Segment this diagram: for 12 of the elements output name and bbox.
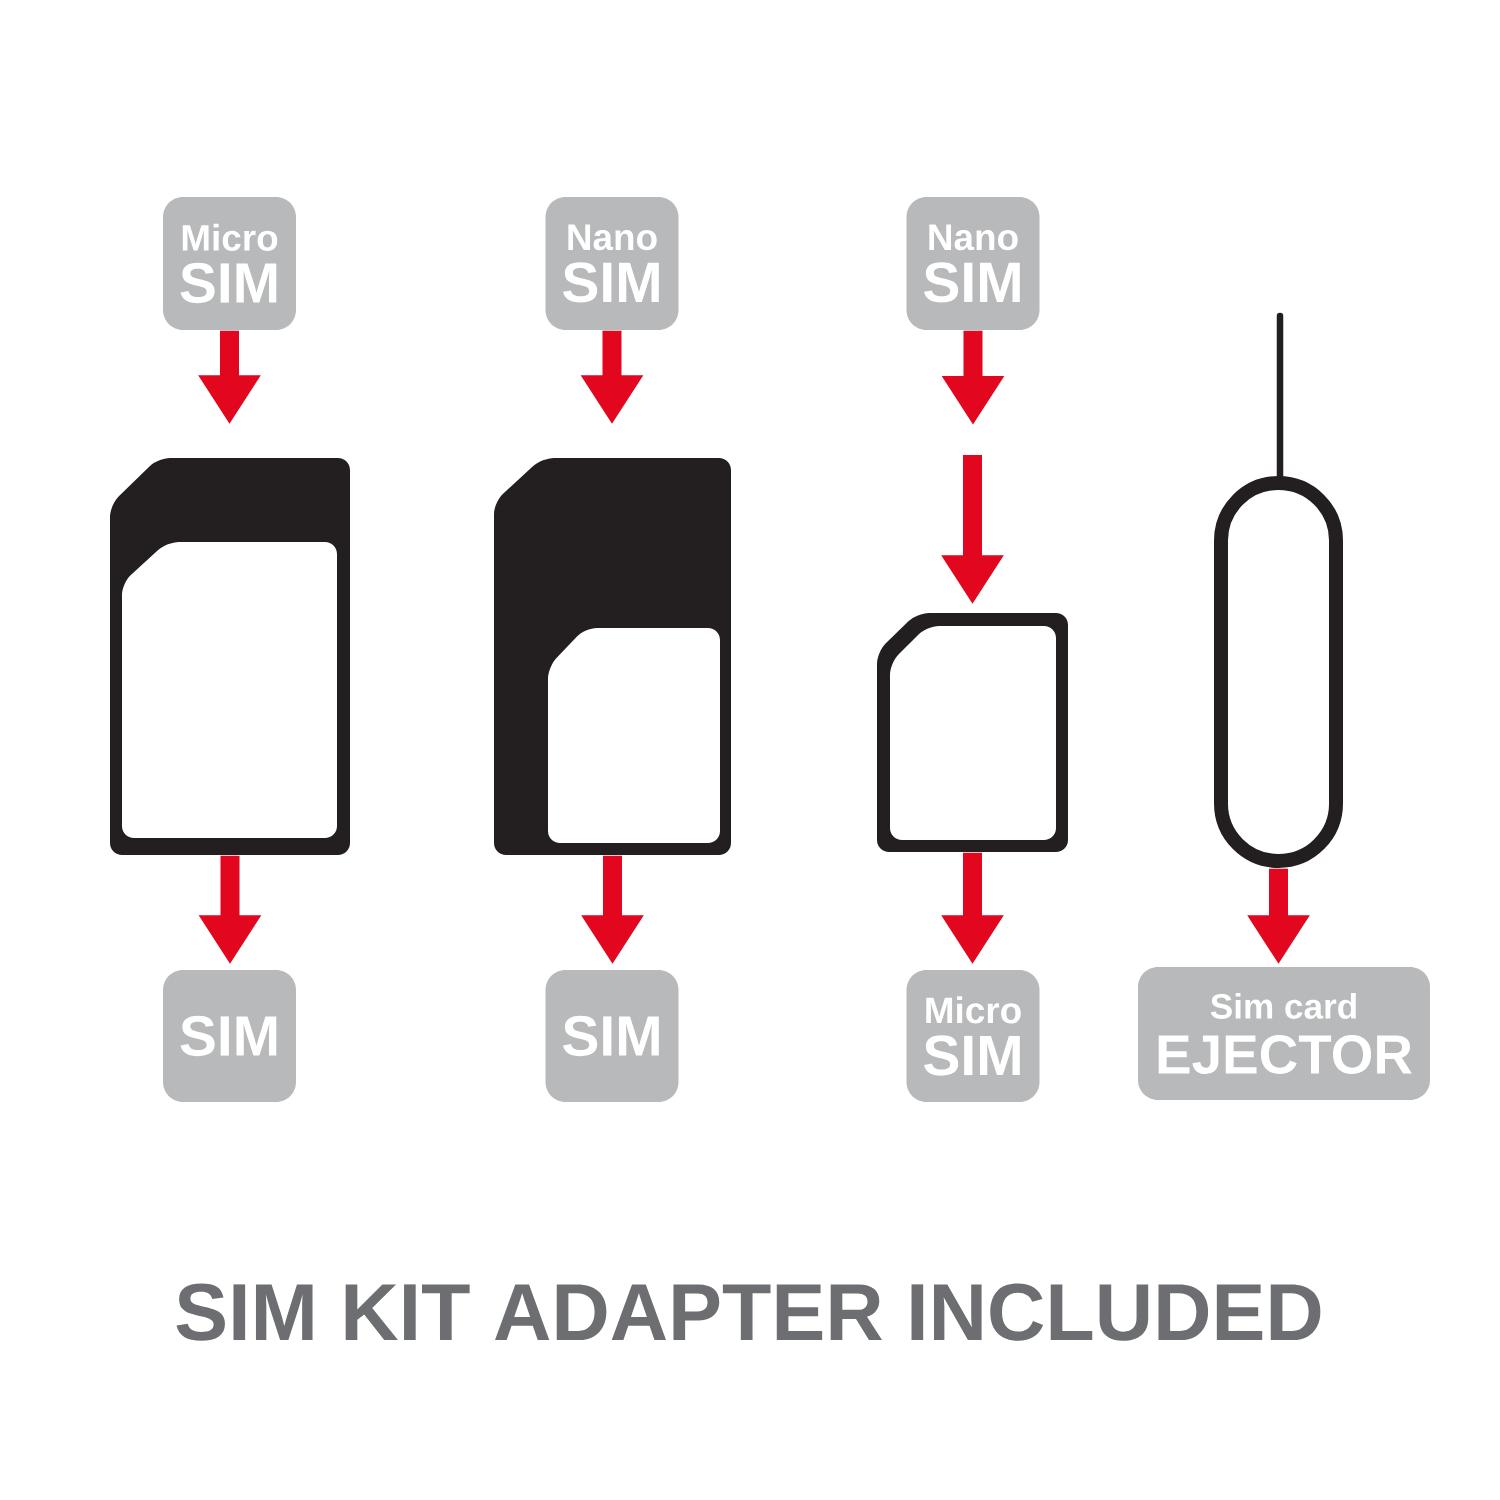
sim-adapter bbox=[110, 458, 350, 855]
sim-adapter bbox=[494, 458, 731, 855]
ejector-pin bbox=[1214, 312, 1343, 868]
label-badge: Nano SIM bbox=[545, 197, 679, 330]
label-badge: Nano SIM bbox=[906, 197, 1040, 330]
label-badge: SIM bbox=[163, 970, 296, 1102]
label-badge: SIM bbox=[545, 970, 679, 1102]
caption: SIM KIT ADAPTER INCLUDED bbox=[176, 1283, 1321, 1341]
sim-adapter bbox=[877, 613, 1068, 852]
label-badge: Micro SIM bbox=[163, 197, 296, 330]
label-badge: Sim card EJECTOR bbox=[1138, 967, 1430, 1100]
label-badge: Micro SIM bbox=[906, 970, 1040, 1102]
